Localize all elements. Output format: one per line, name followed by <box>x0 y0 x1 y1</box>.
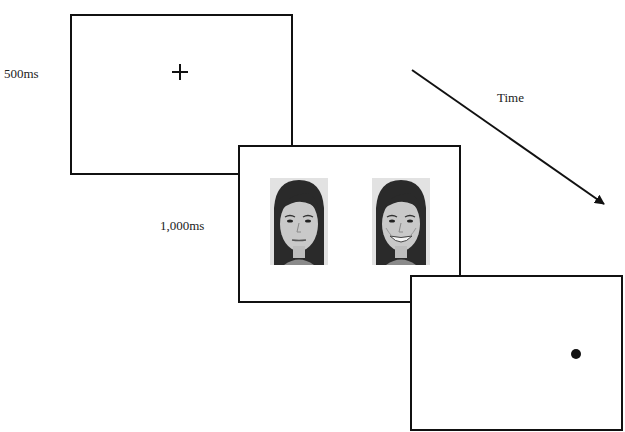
neutral-face <box>270 178 328 265</box>
time-arrow <box>412 70 604 204</box>
probe-dot <box>571 349 581 359</box>
happy-face <box>372 178 430 265</box>
axis-label: Time <box>497 91 524 105</box>
duration-label: 1,000ms <box>160 219 204 233</box>
fixation-cross <box>172 64 188 80</box>
duration-label: 500ms <box>4 67 39 81</box>
